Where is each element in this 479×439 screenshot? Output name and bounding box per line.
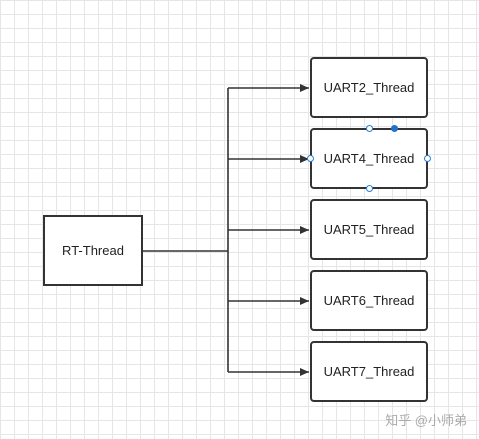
node-rt-thread[interactable]: RT-Thread [43,215,143,286]
node-uart6-thread[interactable]: UART6_Thread [310,270,428,331]
watermark: 知乎 @小师弟 [385,413,467,428]
connection-handle-top[interactable] [366,125,373,132]
node-label: UART5_Thread [323,222,415,237]
connection-handle-right[interactable] [424,155,431,162]
connection-handle-bottom[interactable] [366,185,373,192]
node-label: UART7_Thread [323,364,415,379]
node-label: UART4_Thread [323,151,415,166]
connection-handle-left[interactable] [307,155,314,162]
rotation-handle[interactable] [391,125,398,132]
node-uart4-thread[interactable]: UART4_Thread [310,128,428,189]
node-uart7-thread[interactable]: UART7_Thread [310,341,428,402]
node-uart5-thread[interactable]: UART5_Thread [310,199,428,260]
node-label: UART6_Thread [323,293,415,308]
node-uart2-thread[interactable]: UART2_Thread [310,57,428,118]
node-label: UART2_Thread [323,80,415,95]
node-label: RT-Thread [62,243,124,258]
